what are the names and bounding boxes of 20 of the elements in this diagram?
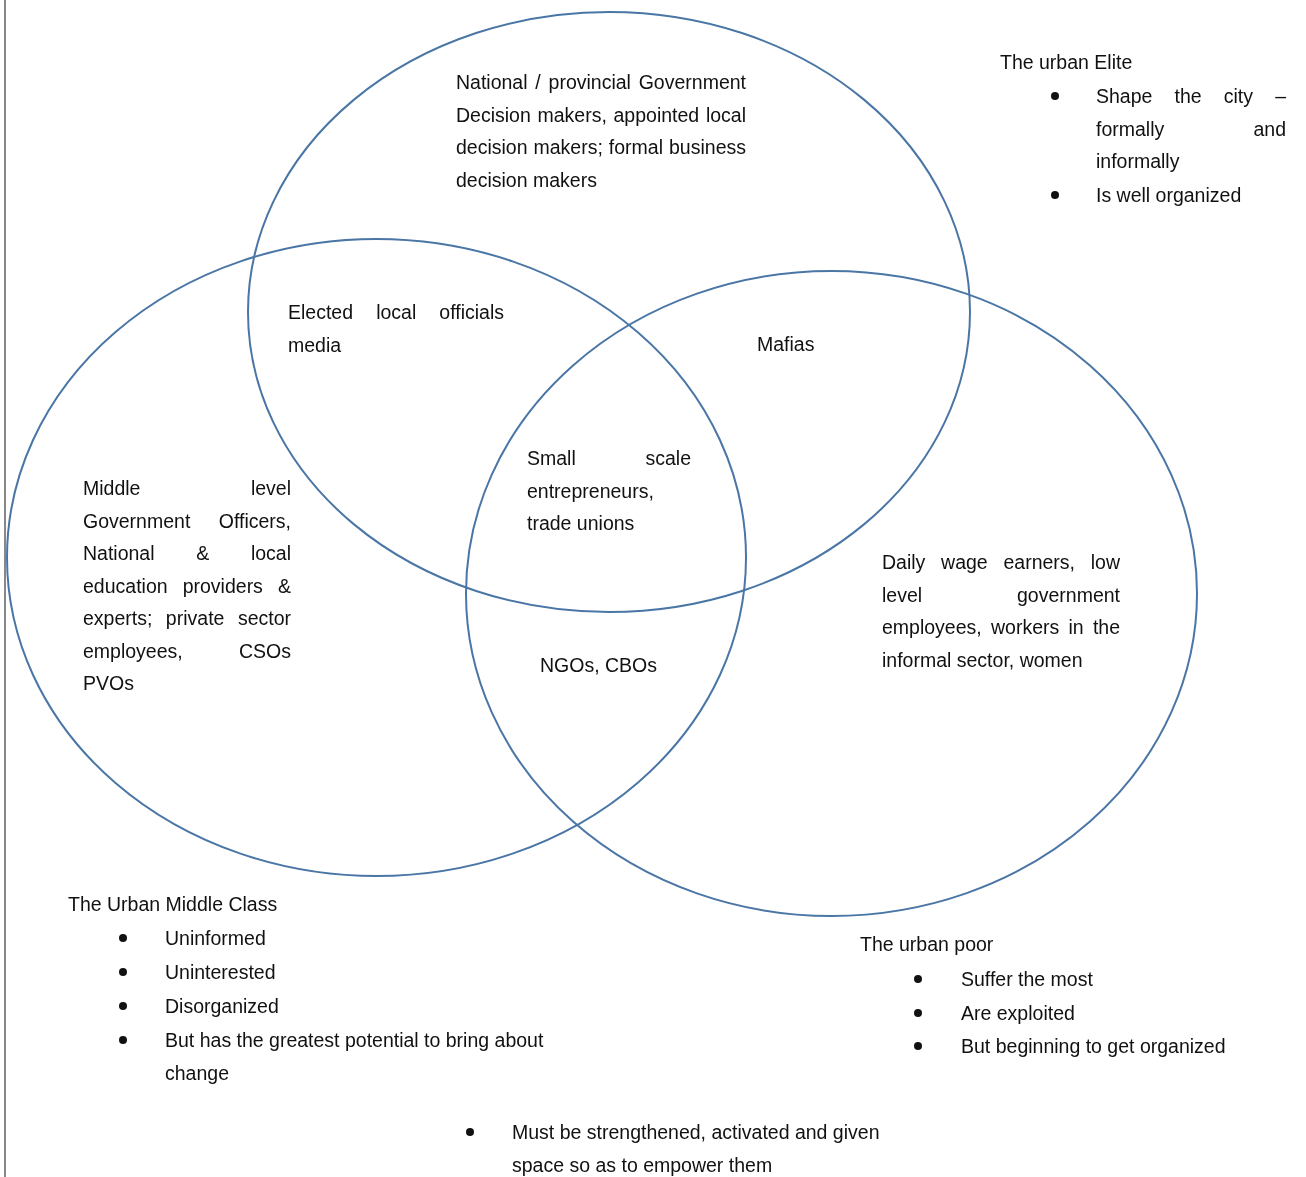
label-text: The Urban Middle Class: [68, 892, 279, 917]
circle-text: Middle level Government Officers, National & local education providers & experts; private sector employees, CSOs PVOs: [83, 476, 291, 696]
bullet-text: Uninformed: [165, 926, 267, 951]
label-text: Mafias: [757, 332, 816, 357]
bullet-text: But has the greatest potential to bring about change: [165, 1028, 545, 1086]
bullet-text: Must be strengthened, activated and given space so as to empower them: [512, 1120, 881, 1177]
bullet-text: Disorganized: [165, 994, 280, 1019]
label-text: The urban Elite: [1000, 50, 1134, 75]
label-text: Elected local officials media: [288, 300, 504, 358]
label-text: Small scale entrepreneurs, trade unions: [527, 446, 691, 536]
bullet-text: Is well organized: [1096, 183, 1243, 208]
bullet-text: Are exploited: [961, 1001, 1076, 1026]
bullet-text: Suffer the most: [961, 967, 1094, 992]
circle-text: Daily wage earners, low level government employees, workers in the informal sector, women: [882, 550, 1120, 673]
label-text: NGOs, CBOs: [540, 653, 658, 678]
circle-text: National / provincial Government Decision makers, appointed local decision makers; formal business decision makers: [456, 70, 746, 193]
bullet-text: Uninterested: [165, 960, 277, 985]
bullet-text: Shape the city – formally and informally: [1096, 84, 1286, 174]
label-text: The urban poor: [860, 932, 995, 957]
bullet-text: But beginning to get organized: [961, 1034, 1227, 1059]
